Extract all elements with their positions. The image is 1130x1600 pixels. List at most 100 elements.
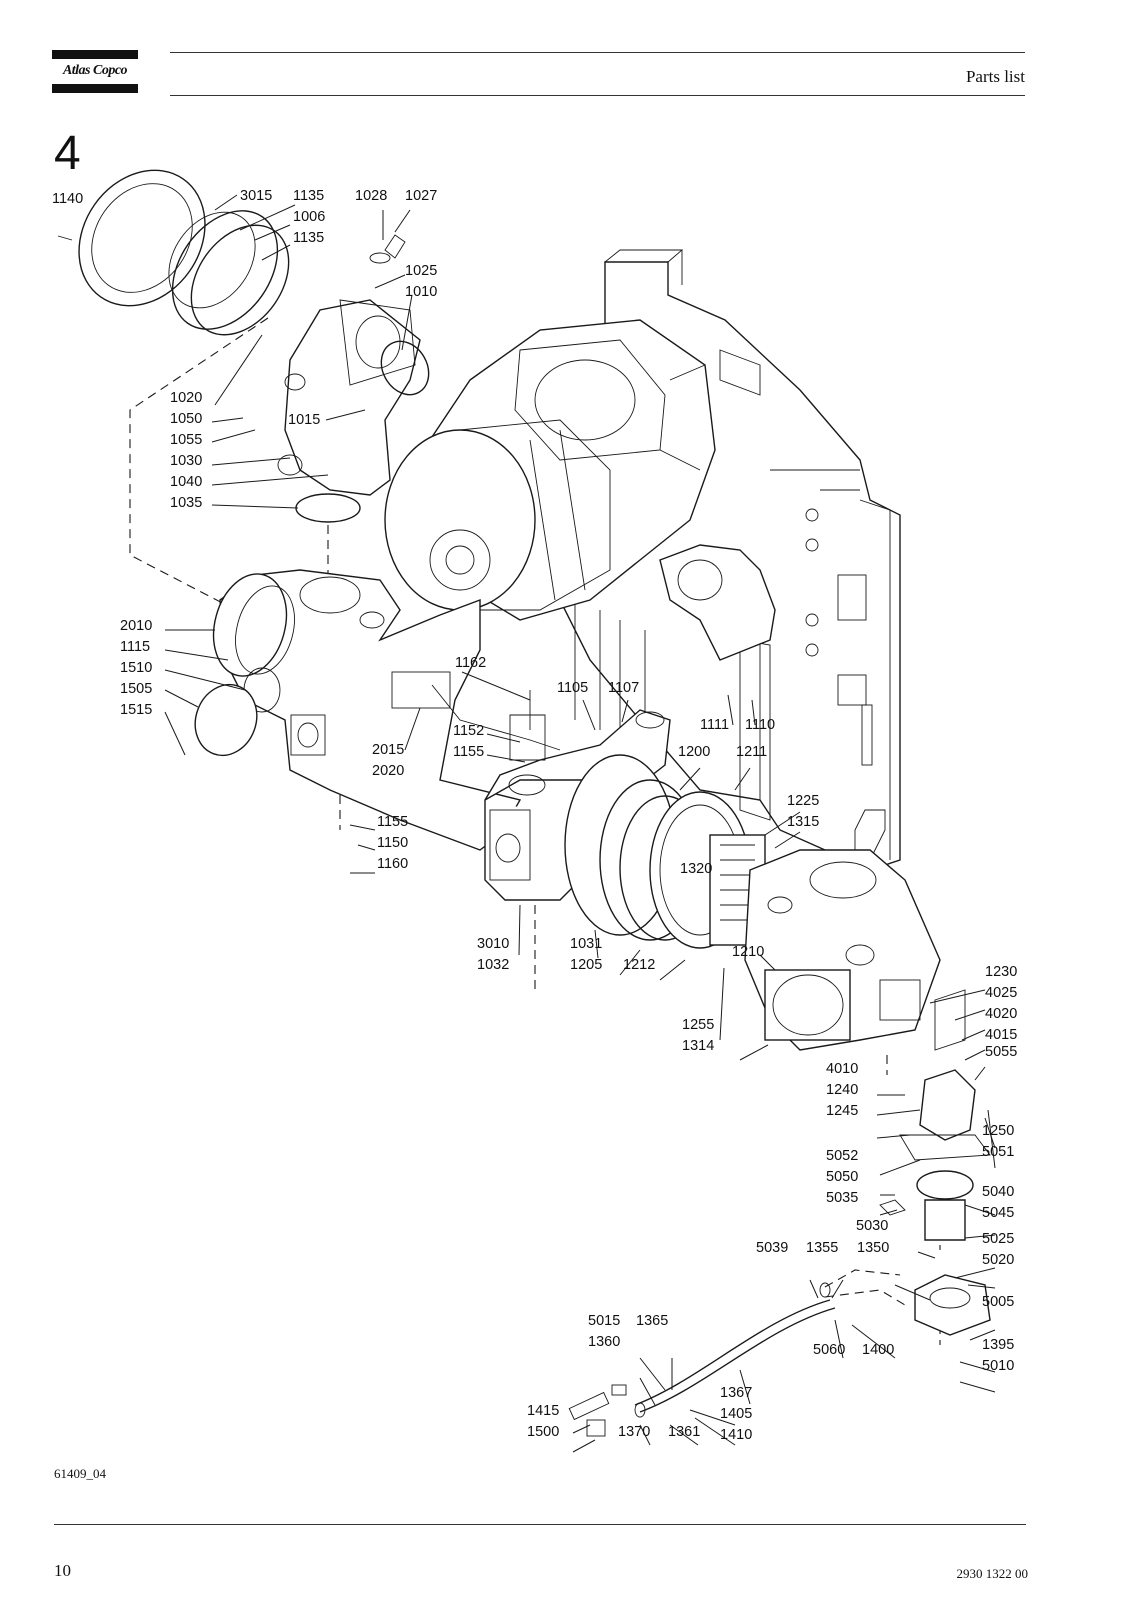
part-callout-1006: 1006	[293, 209, 325, 225]
part-callout-1395: 1395	[982, 1337, 1014, 1353]
part-callout-1105: 1105	[557, 680, 588, 696]
part-callout-3010: 3010	[477, 936, 509, 952]
part-callout-3015: 3015	[240, 188, 272, 204]
part-callout-5020: 5020	[982, 1252, 1014, 1268]
section-title: Parts list	[965, 67, 1025, 86]
part-callout-1015: 1015	[288, 412, 320, 428]
part-callout-1155: 1155	[453, 744, 484, 760]
part-callout-1211: 1211	[736, 744, 767, 760]
part-callout-1505: 1505	[120, 681, 152, 697]
atlas-copco-logo: Atlas Copco	[52, 50, 138, 94]
part-callout-1350: 1350	[857, 1240, 889, 1256]
part-callout-1320: 1320	[680, 861, 712, 877]
part-callout-1031: 1031	[570, 936, 602, 952]
part-callout-1367: 1367	[720, 1385, 752, 1401]
inlet-valve-housing	[744, 849, 966, 1051]
part-callout-1162: 1162	[455, 655, 486, 671]
part-callout-1028: 1028	[355, 188, 387, 204]
part-callout-1107: 1107	[608, 680, 639, 696]
part-callout-1240: 1240	[826, 1082, 858, 1098]
part-callout-1314: 1314	[682, 1038, 714, 1054]
part-callout-5039: 5039	[756, 1240, 788, 1256]
part-callout-1010: 1010	[405, 284, 437, 300]
part-callout-5055: 5055	[985, 1044, 1017, 1060]
part-callout-1212: 1212	[623, 957, 655, 973]
coupling-assembly	[564, 754, 766, 949]
part-callout-2010: 2010	[120, 618, 152, 634]
part-callout-1032: 1032	[477, 957, 509, 973]
callout-leaders	[164, 194, 996, 1453]
brand-wordmark: Atlas Copco	[62, 63, 128, 78]
part-callout-1115: 1115	[120, 639, 150, 655]
part-callout-1210: 1210	[732, 944, 764, 960]
motor-housing	[384, 419, 611, 611]
part-callout-1360: 1360	[588, 1334, 620, 1350]
part-callout-5015: 5015	[588, 1313, 620, 1329]
part-callout-1365: 1365	[636, 1313, 668, 1329]
part-callout-1225: 1225	[787, 793, 819, 809]
part-callout-2020: 2020	[372, 763, 404, 779]
part-callout-2015: 2015	[372, 742, 404, 758]
part-callout-4010: 4010	[826, 1061, 858, 1077]
part-callout-1361: 1361	[668, 1424, 700, 1440]
part-callout-1055: 1055	[170, 432, 202, 448]
part-callout-4015: 4015	[985, 1027, 1017, 1043]
part-callout-1150: 1150	[377, 835, 408, 851]
header-rule-top	[170, 52, 1025, 53]
part-callout-1200: 1200	[678, 744, 710, 760]
part-callout-1255: 1255	[682, 1017, 714, 1033]
oil-hose	[568, 1282, 836, 1437]
part-callout-1111: 1111	[700, 717, 729, 733]
outlet-pipe-elbow	[277, 234, 430, 523]
part-callout-5040: 5040	[982, 1184, 1014, 1200]
part-callout-1152: 1152	[453, 723, 484, 739]
part-callout-1400: 1400	[862, 1342, 894, 1358]
footer-rule	[54, 1524, 1026, 1525]
part-callout-1020: 1020	[170, 390, 202, 406]
part-callout-1415: 1415	[527, 1403, 559, 1419]
part-callout-1355: 1355	[806, 1240, 838, 1256]
part-callout-1160: 1160	[377, 856, 408, 872]
part-callout-1027: 1027	[405, 188, 437, 204]
part-callout-1040: 1040	[170, 474, 202, 490]
part-callout-5025: 5025	[982, 1231, 1014, 1247]
part-callout-1205: 1205	[570, 957, 602, 973]
part-callout-1110: 1110	[745, 717, 775, 733]
part-callout-1405: 1405	[720, 1406, 752, 1422]
part-callout-1155: 1155	[377, 814, 408, 830]
chapter-number: 4	[54, 127, 81, 180]
part-callout-1315: 1315	[787, 814, 819, 830]
page-number: 10	[54, 1561, 71, 1580]
part-callout-1035: 1035	[170, 495, 202, 511]
part-callout-1245: 1245	[826, 1103, 858, 1119]
part-callout-5045: 5045	[982, 1205, 1014, 1221]
part-callout-1500: 1500	[527, 1424, 559, 1440]
part-callout-4025: 4025	[985, 985, 1017, 1001]
part-callout-1250: 1250	[982, 1123, 1014, 1139]
part-callout-5005: 5005	[982, 1294, 1014, 1310]
header-rule-bottom	[170, 95, 1025, 96]
figure-id: 61409_04	[54, 1466, 106, 1481]
part-callout-5050: 5050	[826, 1169, 858, 1185]
part-callout-5060: 5060	[813, 1342, 845, 1358]
gear-casing	[194, 569, 561, 851]
part-callout-1510: 1510	[120, 660, 152, 676]
part-callout-5010: 5010	[982, 1358, 1014, 1374]
part-callout-1230: 1230	[985, 964, 1017, 980]
oil-filter-assembly	[879, 1069, 991, 1336]
part-callout-4020: 4020	[985, 1006, 1017, 1022]
part-callout-1140: 1140	[52, 191, 83, 207]
part-callout-1370: 1370	[618, 1424, 650, 1440]
part-callout-1515: 1515	[120, 702, 152, 718]
part-callout-5035: 5035	[826, 1190, 858, 1206]
part-callout-5051: 5051	[982, 1144, 1014, 1160]
cooler-flange-ring	[57, 169, 290, 336]
document-number: 2930 1322 00	[956, 1566, 1029, 1581]
part-callout-1050: 1050	[170, 411, 202, 427]
part-callout-5030: 5030	[856, 1218, 888, 1234]
part-callout-5052: 5052	[826, 1148, 858, 1164]
part-callout-1030: 1030	[170, 453, 202, 469]
right-bracket	[659, 544, 776, 661]
